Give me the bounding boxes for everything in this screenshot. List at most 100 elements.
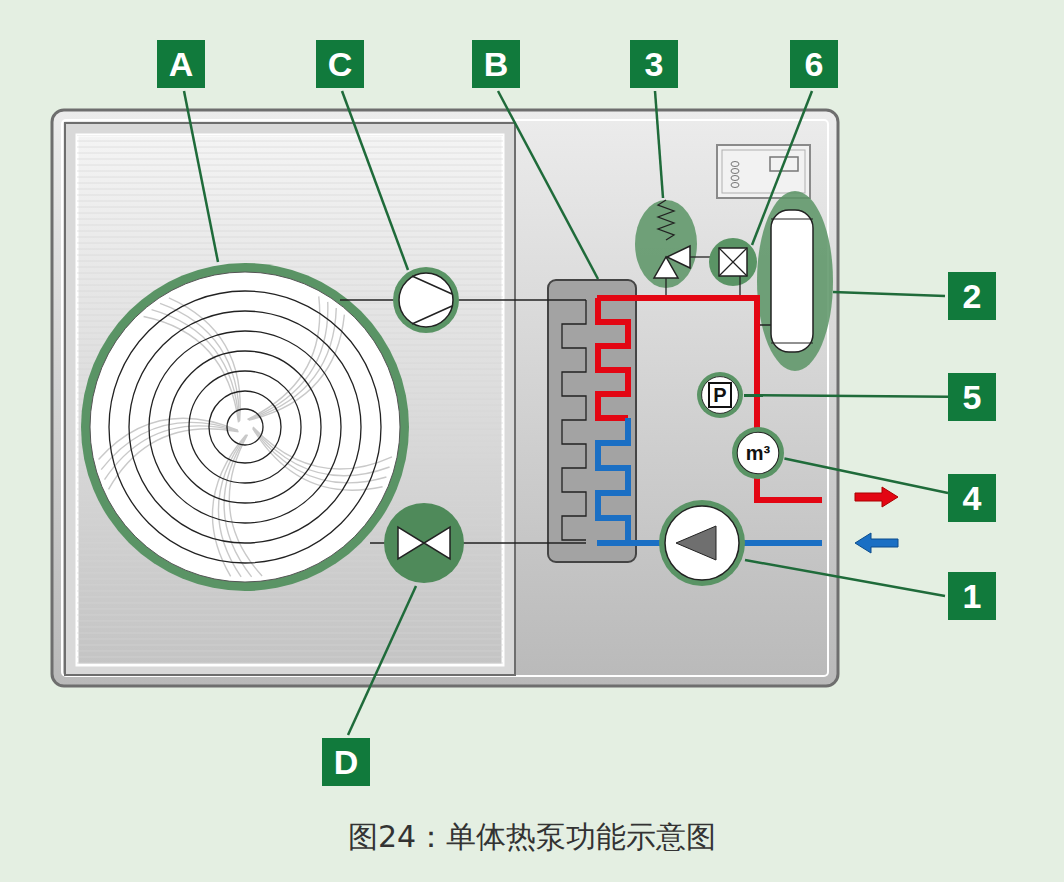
callout-number: B [484,47,509,81]
leader-lines [184,91,218,262]
leader-lines [745,560,945,596]
callout-box: 5 [948,373,996,421]
refrigerant-line [340,299,586,300]
housing [77,135,503,665]
expansion-tank [757,191,833,371]
expansion-valve [384,503,464,583]
node-ring [697,372,743,418]
circulation-pump [659,500,745,586]
leader-lines [184,91,945,735]
water-pipes [598,418,628,543]
expansion-valve [384,503,464,583]
fan-rings [109,291,381,563]
leader-lines [833,292,945,296]
fan-blade [160,303,239,421]
fan-blade [218,435,246,577]
housing [52,110,838,686]
flow-arrows [855,487,898,553]
fan-blade [229,435,262,576]
leader-line [744,395,948,397]
housing [52,110,838,686]
callout-box: D [322,738,370,786]
fan-blade [109,429,239,490]
callout-box: C [316,40,364,88]
heat-exchanger [548,280,636,562]
refrigerant-line [340,300,586,543]
fan-rings [169,351,321,503]
housing [65,123,515,675]
fan-rings [209,391,281,463]
expansion-tank [771,210,813,352]
node-face [702,377,739,414]
callout-box: 1 [948,572,996,620]
expansion-tank [771,343,813,344]
callout-number: A [169,47,194,81]
air-vent [719,248,747,276]
callout-box: 4 [948,474,996,522]
air-vent [709,238,757,298]
fan-rings [189,371,301,483]
pressure-gauge: P [697,372,743,418]
circulation-pump [665,506,739,580]
callout-box: 6 [790,40,838,88]
callout-box: 3 [630,40,678,88]
control-panel [717,145,810,198]
callout-number: C [328,47,353,81]
circulation-pump [659,500,745,586]
circulation-pump [676,526,716,560]
callout-number: D [334,745,359,779]
figure-caption: 图24：单体热泵功能示意图 [0,817,1064,858]
callout-number: 5 [963,380,982,414]
control-panel [717,145,810,198]
fan [81,263,409,591]
fan-rings [149,331,341,523]
flow-meter: m³ [732,427,784,479]
safety-valve [635,200,719,298]
air-vent [709,238,757,286]
housing [62,120,828,676]
fan-blade [212,435,245,576]
control-panel [731,162,739,167]
leader-lines [342,91,408,270]
callout-number: 2 [963,279,982,313]
control-panel [731,169,739,174]
expansion-tank [757,191,833,371]
compressor [412,276,452,324]
leader-lines [348,586,416,735]
callout-box: 2 [948,272,996,320]
leader-lines [655,91,663,198]
flow-arrows [855,533,898,553]
fan-blade [169,298,240,421]
heat-exchanger [548,280,636,562]
expansion-tank [771,219,813,220]
meter-symbol: m³ [746,443,770,463]
fan-rings [129,311,361,543]
node-ring [732,427,784,479]
callout-box: A [157,40,205,88]
callout-number: 1 [963,579,982,613]
meter-symbol: P [708,382,731,408]
fan-blade [253,429,383,491]
fan-blade [152,310,239,422]
safety-valve [667,246,690,268]
compressor [393,267,459,333]
fan-blade [105,426,239,480]
fan-rings [109,291,381,563]
compressor [393,267,459,333]
air-vent [719,248,747,276]
leader-lines [752,91,812,245]
control-panel [731,183,739,188]
water-pipes [598,298,628,418]
control-panel [722,150,805,193]
fan-blade [144,316,239,422]
expansion-valve [398,527,424,559]
callout-number: 4 [963,481,982,515]
callout-number: 3 [645,47,664,81]
fan [81,263,409,591]
compressor [399,273,453,327]
refrigerant-line [562,300,586,540]
